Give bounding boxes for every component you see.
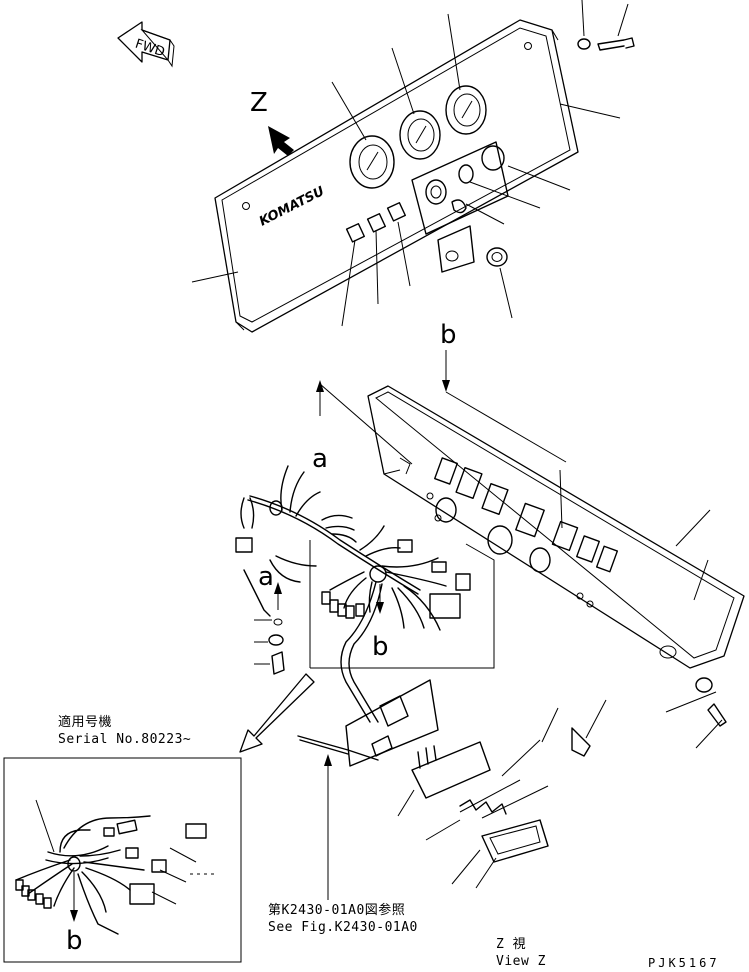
- reference-jp: 第K2430-01A0図参照: [268, 903, 406, 918]
- fwd-arrow-icon: [117, 21, 175, 68]
- view-z-label: Z: [250, 88, 268, 118]
- switch-cluster: [399, 457, 619, 608]
- harness-clamp-2: [269, 500, 283, 516]
- marker-b-inset: b: [66, 926, 83, 956]
- warning-lamp-1: [345, 222, 366, 243]
- gauge-middle: [399, 110, 441, 160]
- instrument-panel: KOMATSU: [214, 19, 635, 333]
- view-title-en: View Z: [496, 954, 546, 969]
- inset-connector-multi: [129, 883, 155, 905]
- connector-d: [455, 573, 471, 591]
- washer-lower: [695, 677, 713, 693]
- toggle-switch: [458, 164, 474, 184]
- mount-bracket: [437, 225, 475, 273]
- relay-box: [411, 741, 491, 799]
- warning-lamp-3: [386, 201, 407, 222]
- lower-assemblies: [254, 618, 559, 889]
- screw-small: [271, 651, 285, 675]
- reference-en: See Fig.K2430-01A0: [268, 920, 418, 935]
- connector-b: [397, 539, 413, 553]
- connector-multi: [429, 593, 461, 619]
- leader-lines-upper: [191, 0, 629, 327]
- wire-harness: [235, 465, 471, 723]
- marker-b-top: b: [440, 320, 457, 350]
- bolt-lower: [707, 703, 727, 727]
- bolt: [597, 37, 635, 51]
- marker-b-middle: b: [372, 632, 389, 662]
- terminal-strip: [459, 799, 507, 815]
- detail-frame: [310, 543, 495, 669]
- gauge-right: [445, 85, 487, 135]
- grommet: [486, 247, 508, 267]
- connector-plug: [571, 727, 591, 757]
- marker-a-lower: a: [258, 562, 274, 592]
- inset-title-en: Serial No.80223~: [58, 732, 192, 747]
- washer-small: [268, 634, 284, 646]
- marker-arrows: [274, 350, 567, 900]
- warning-lamp-2: [366, 212, 387, 233]
- connector-a: [235, 537, 253, 553]
- harness-clamp: [369, 565, 387, 583]
- rear-panel-hardware: [559, 469, 727, 757]
- gauge-left: [349, 135, 395, 189]
- washer: [577, 38, 591, 50]
- connector-c: [431, 561, 447, 573]
- push-button: [481, 145, 505, 171]
- key-icon: [451, 199, 467, 214]
- inset-pointer-arrow: [239, 673, 315, 753]
- inset-title-jp: 適用号機: [58, 715, 113, 730]
- drawing-code: PJK5167: [648, 956, 720, 970]
- view-title-jp: Z 視: [496, 937, 527, 952]
- rear-panel: [367, 385, 745, 669]
- view-z-arrow-icon: [268, 126, 294, 156]
- cover-cap: [481, 819, 549, 863]
- marker-a-upper: a: [312, 444, 328, 474]
- inset-detail: [3, 757, 242, 963]
- key-switch: [425, 179, 447, 205]
- bracket-plate: [345, 679, 439, 767]
